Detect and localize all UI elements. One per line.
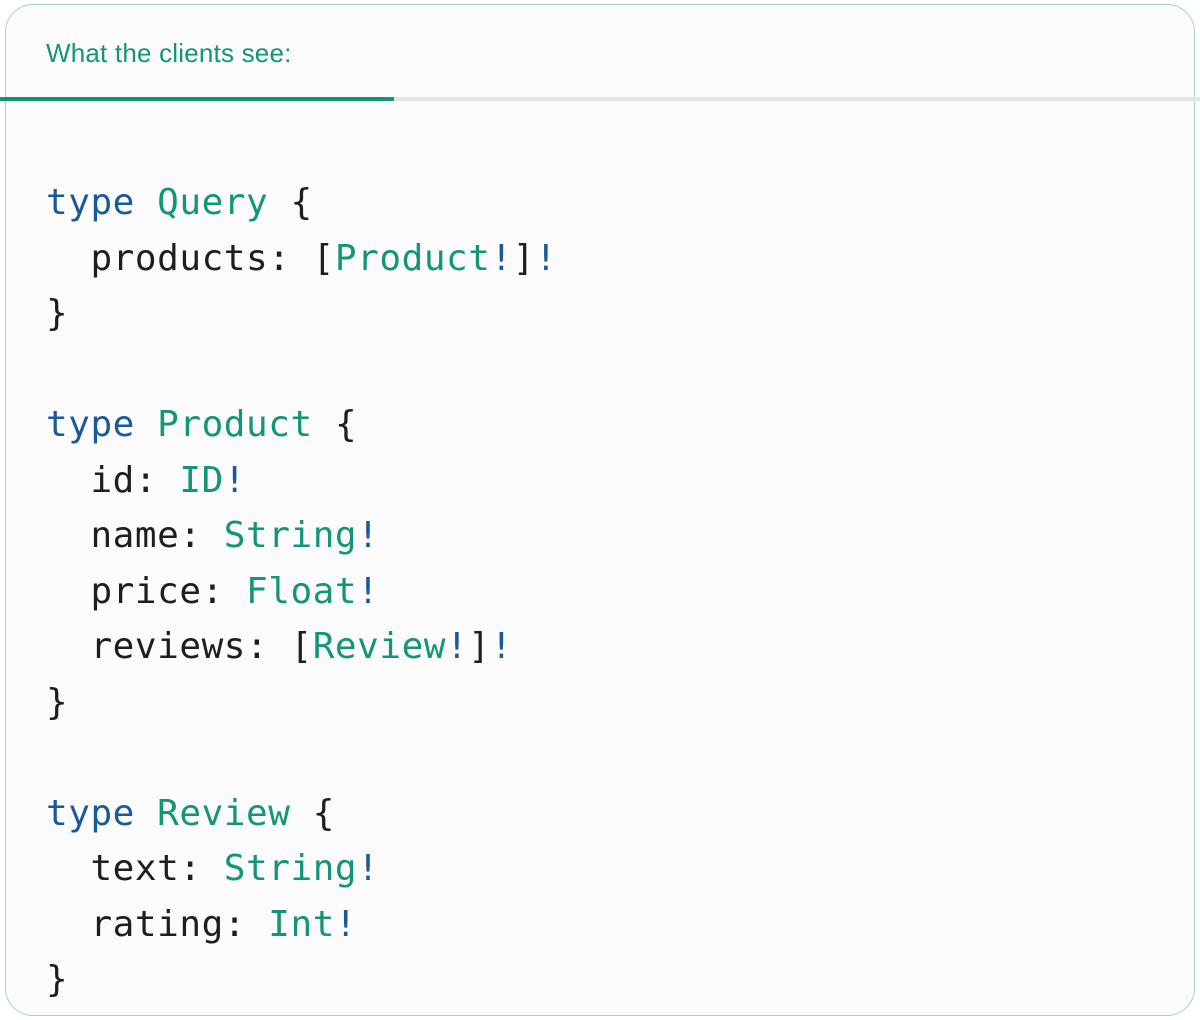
code-line: type Product { <box>46 404 358 445</box>
code-panel: What the clients see: type Query { produ… <box>5 4 1195 1016</box>
code-line: text: String! <box>46 848 380 889</box>
code-line <box>46 342 557 398</box>
code-line: } <box>46 293 69 334</box>
code-block: type Query { products: [Product!]!} type… <box>46 175 557 1008</box>
code-line: rating: Int! <box>46 903 358 945</box>
code-line: reviews: [Review!]! <box>46 626 513 667</box>
code-line: type Query { <box>46 182 313 223</box>
tab-underline-active <box>0 97 394 101</box>
tab-underline-track <box>0 97 1200 101</box>
code-line: id: ID! <box>46 459 247 501</box>
code-line: price: Float! <box>46 570 380 612</box>
code-line: } <box>46 959 69 1000</box>
code-line: type Review { <box>46 792 335 834</box>
code-line: } <box>46 681 69 723</box>
code-line: name: String! <box>46 515 380 556</box>
tab-clients-view[interactable]: What the clients see: <box>46 38 292 68</box>
code-line <box>46 730 557 786</box>
code-line: products: [Product!]! <box>46 237 558 279</box>
